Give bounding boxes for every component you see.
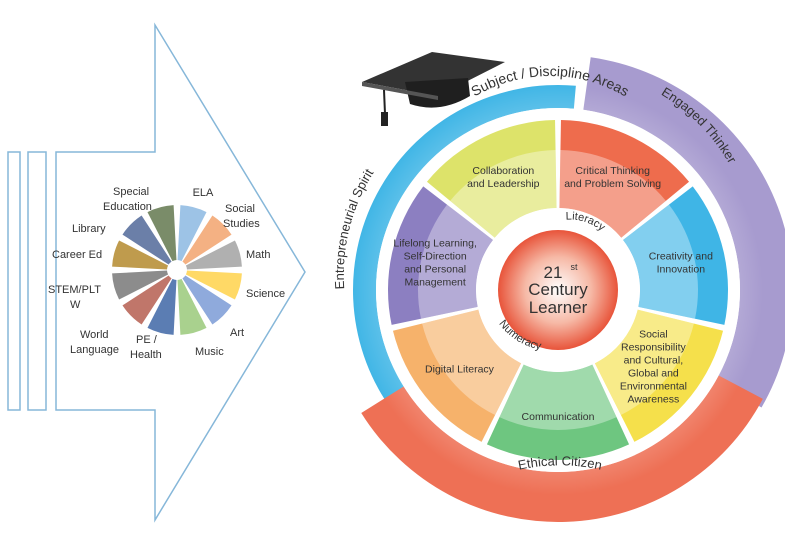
- subject-wedge-music: [177, 278, 207, 335]
- label-world-2: Language: [70, 344, 119, 356]
- segment-shade: [422, 309, 522, 416]
- subject-wedge-math: [185, 240, 242, 270]
- center-line-2: Century: [528, 280, 588, 299]
- segment-lifelong-learning: [388, 186, 494, 325]
- subject-wedge-pe-health: [147, 278, 177, 335]
- segment-creativity-and: [622, 186, 728, 325]
- label-stem-1: STEM/PLT: [48, 284, 101, 296]
- label-social-2: Studies: [223, 218, 260, 230]
- label-special-2: Education: [103, 201, 152, 213]
- competency-segments: [388, 120, 728, 461]
- subject-wedge-social-studies: [182, 215, 232, 265]
- segment-label-line: Global and: [628, 368, 679, 380]
- subject-wedge-ela: [177, 205, 207, 262]
- segment-label-line: and Leadership: [467, 178, 540, 190]
- segment-shade: [559, 150, 666, 238]
- center-title: 21 st Century Learner: [528, 262, 588, 317]
- arrow-tail-bar-2: [27, 151, 47, 411]
- subject-wedge-stem-pltw: [112, 270, 169, 300]
- segment-social: [594, 309, 724, 442]
- center-line-1: 21: [544, 263, 563, 282]
- segment-label-line: Innovation: [657, 263, 706, 275]
- segment-shade: [418, 204, 494, 319]
- arrow-tail-bar-1: [7, 151, 21, 411]
- label-pe-2: Health: [130, 349, 162, 361]
- segment-label-line: Critical Thinking: [575, 165, 650, 177]
- label-world-1: World: [80, 329, 109, 341]
- arrow-outline: [55, 22, 306, 523]
- label-career: Career Ed: [52, 249, 102, 261]
- center-line-3: Learner: [529, 298, 588, 317]
- segment-label-line: Social: [639, 329, 668, 341]
- segment-communication: [486, 364, 630, 461]
- segment-label-4: Communication: [522, 411, 595, 423]
- ring-engaged-thinker: [583, 57, 785, 408]
- label-science: Science: [246, 288, 285, 300]
- center-superscript: st: [570, 262, 578, 272]
- segment-label-line: and Personal: [404, 263, 466, 275]
- segment-shade: [622, 204, 698, 319]
- label-library: Library: [72, 223, 106, 235]
- segment-label-line: and Cultural,: [624, 355, 684, 367]
- segment-critical-thinking: [559, 120, 690, 238]
- segment-shade: [450, 150, 557, 238]
- label-math: Math: [246, 249, 270, 261]
- subject-wedge-art: [182, 275, 232, 325]
- subject-wedge-special-education: [147, 205, 177, 262]
- segment-shade: [594, 309, 694, 416]
- segment-label-line: and Problem Solving: [564, 178, 661, 190]
- segment-label-5: Digital Literacy: [425, 364, 495, 376]
- segment-label-line: Creativity and: [649, 250, 713, 262]
- segment-label-line: Self-Direction: [404, 250, 467, 262]
- label-art: Art: [230, 327, 244, 339]
- ethical-citizen-label: Ethical Citizen: [517, 453, 604, 472]
- graduation-cap-icon: [362, 52, 505, 126]
- segment-collaboration: [426, 120, 557, 238]
- segment-shade: [499, 364, 617, 430]
- segment-label-line: Digital Literacy: [425, 364, 495, 376]
- input-arrow: [7, 22, 306, 523]
- subject-wheel-labels: ELA Social Studies Math Science Art Musi…: [48, 186, 285, 361]
- subject-wheel: [112, 205, 242, 335]
- label-pe-1: PE /: [136, 334, 158, 346]
- subject-wedge-world-language: [122, 275, 172, 325]
- segment-label-line: Responsibility: [621, 342, 687, 354]
- learner-circle: Subject / Discipline Areas Engaged Think…: [332, 57, 785, 522]
- segment-label-line: Communication: [522, 411, 595, 423]
- label-social-1: Social: [225, 203, 255, 215]
- segment-label-line: Management: [405, 276, 466, 288]
- segment-label-line: Environmental: [620, 381, 687, 393]
- segment-label-line: Awareness: [628, 394, 680, 406]
- center-core: [498, 230, 618, 350]
- label-ela: ELA: [193, 187, 214, 199]
- subject-wedge-career-ed: [112, 240, 169, 270]
- label-special-1: Special: [113, 186, 149, 198]
- label-stem-2: W: [70, 299, 81, 311]
- segment-label-line: Collaboration: [472, 165, 534, 177]
- subject-wedge-science: [185, 270, 242, 300]
- label-music: Music: [195, 346, 224, 358]
- subject-wedge-library: [122, 215, 172, 265]
- segment-digital-literacy: [392, 309, 522, 442]
- segment-label-line: Lifelong Learning,: [393, 237, 476, 249]
- ring-ethical-citizen: [361, 375, 763, 522]
